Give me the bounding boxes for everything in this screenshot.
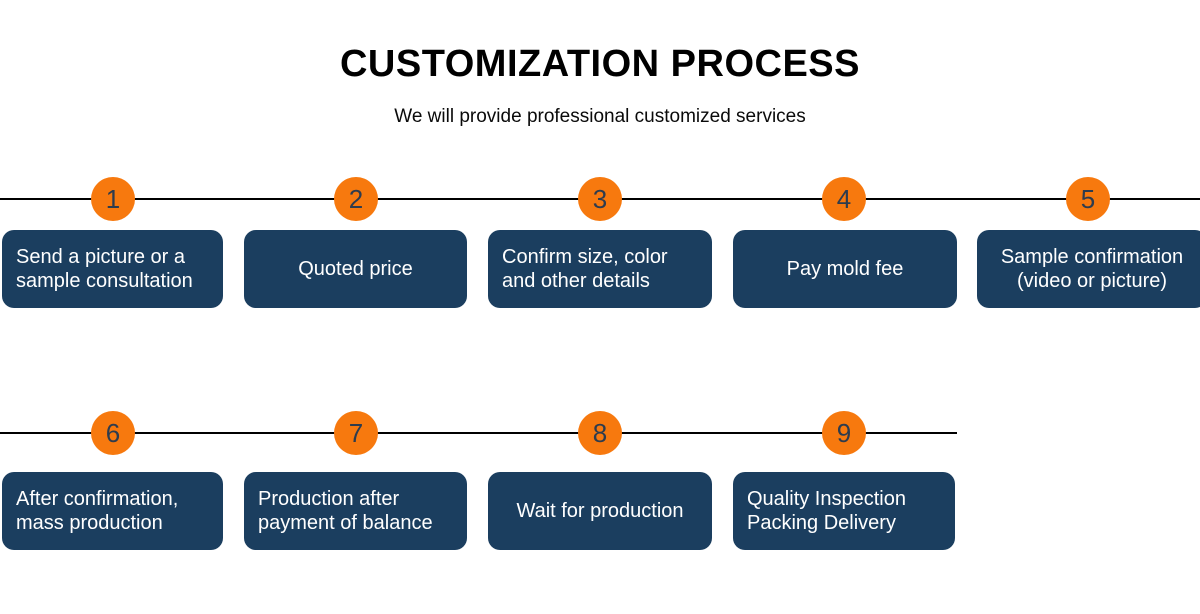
step-9-box: Quality Inspection Packing Delivery (733, 472, 955, 550)
page-subtitle: We will provide professional customized … (394, 106, 806, 127)
step-1-number-badge: 1 (91, 177, 135, 221)
step-7-label: Production after payment of balance (258, 488, 433, 534)
step-3-number: 3 (592, 184, 608, 214)
step-4-box: Pay mold fee (733, 230, 957, 308)
step-8-number-badge: 8 (578, 411, 622, 455)
step-2-number: 2 (348, 184, 364, 214)
step-7-number-badge: 7 (334, 411, 378, 455)
step-9-number: 9 (836, 418, 852, 448)
step-3-box: Confirm size, color and other details (488, 230, 712, 308)
step-6-box: After confirmation, mass production (2, 472, 223, 550)
step-2-box: Quoted price (244, 230, 467, 308)
step-3-label: Confirm size, color and other details (502, 246, 668, 292)
step-6-number: 6 (105, 418, 121, 448)
step-2-number-badge: 2 (334, 177, 378, 221)
step-2-label: Quoted price (298, 258, 413, 280)
step-5-label: Sample confirmation (video or picture) (1000, 246, 1184, 292)
step-8-box: Wait for production (488, 472, 712, 550)
step-3-number-badge: 3 (578, 177, 622, 221)
step-8-number: 8 (592, 418, 608, 448)
step-7-number: 7 (348, 418, 364, 448)
step-1-label: Send a picture or a sample consultation (16, 246, 193, 292)
step-6-number-badge: 6 (91, 411, 135, 455)
step-4-number: 4 (836, 184, 852, 214)
step-1-number: 1 (105, 184, 121, 214)
step-9-label: Quality Inspection Packing Delivery (747, 488, 906, 534)
process-line-row2 (0, 432, 957, 434)
step-4-number-badge: 4 (822, 177, 866, 221)
step-5-number: 5 (1080, 184, 1096, 214)
step-5-number-badge: 5 (1066, 177, 1110, 221)
step-9-number-badge: 9 (822, 411, 866, 455)
step-8-label: Wait for production (516, 500, 684, 522)
step-5-box: Sample confirmation (video or picture) (977, 230, 1200, 308)
step-4-label: Pay mold fee (786, 258, 904, 280)
step-6-label: After confirmation, mass production (16, 488, 179, 534)
page-title: CUSTOMIZATION PROCESS (339, 43, 860, 85)
step-7-box: Production after payment of balance (244, 472, 467, 550)
step-1-box: Send a picture or a sample consultation (2, 230, 223, 308)
